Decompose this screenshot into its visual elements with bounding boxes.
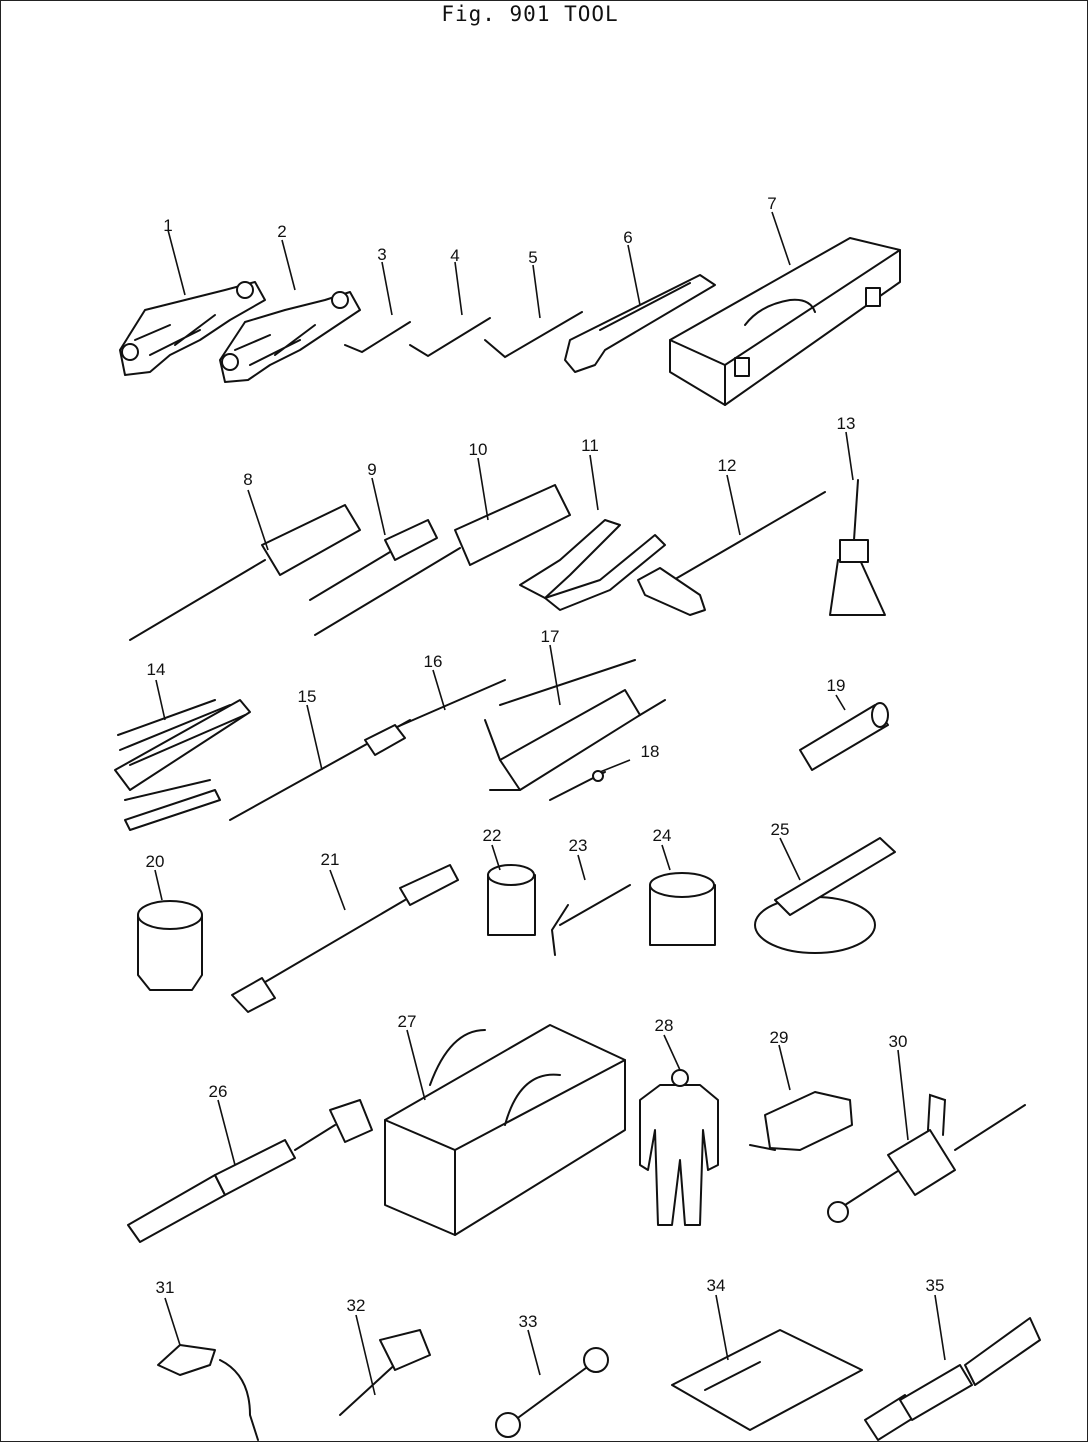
tool-grease-nozzle: [549, 770, 606, 801]
tool-spanner: [495, 1347, 609, 1438]
callout-number: 33: [518, 1312, 538, 1331]
tool-air-chuck: [127, 1099, 373, 1243]
tool-bag: [384, 1024, 626, 1236]
tool-puller: [827, 1093, 1026, 1223]
callout-number: 11: [581, 436, 599, 455]
callout-number: 23: [568, 836, 588, 855]
tool-socket-large: [137, 900, 203, 991]
tool-pliers: [519, 519, 666, 611]
tool-extension-assembly: [864, 1317, 1041, 1441]
tool-wrench-set-1: [119, 281, 266, 376]
callout-number: 19: [826, 676, 846, 695]
callout-number: 3: [377, 245, 387, 264]
tool-socket-small: [487, 864, 536, 936]
tool-screwdriver-large: [314, 484, 571, 636]
tool-hex-key-large: [484, 311, 583, 359]
tool-air-blow-gun: [157, 1344, 259, 1441]
callout-number: 34: [706, 1276, 726, 1295]
tool-adjustable-wrench: [564, 274, 716, 373]
tool-manual: [671, 1329, 863, 1431]
tool-l-wrench: [550, 884, 631, 956]
callout-number: 13: [836, 414, 856, 433]
tool-screwdriver-small: [309, 519, 438, 601]
callout-number: 7: [767, 194, 777, 213]
tool-socket-handle: [231, 864, 459, 1013]
callout-number: 15: [297, 687, 317, 706]
callout-number: 20: [145, 852, 165, 871]
callout-number: 6: [623, 228, 633, 247]
tool-extension-bar: [364, 679, 506, 756]
callout-number: 4: [450, 246, 460, 265]
callout-number: 22: [482, 826, 502, 845]
figure-title: Fig. 901 TOOL: [441, 2, 619, 26]
leader-lines: [154, 211, 946, 1396]
callout-number: 24: [652, 826, 672, 845]
callout-number: 18: [640, 742, 660, 761]
tool-filter-wrench: [754, 837, 896, 954]
tool-cap: [749, 1091, 853, 1151]
callout-number: 5: [528, 248, 538, 267]
tool-screwdriver-long: [129, 504, 361, 641]
callout-number: 31: [155, 1278, 175, 1297]
callout-number: 17: [540, 627, 560, 646]
callout-number: 21: [320, 850, 340, 869]
callout-number: 8: [243, 470, 253, 489]
callout-number: 1: [163, 216, 173, 235]
tool-grease-gun: [484, 659, 666, 791]
tool-pipe: [799, 702, 889, 771]
callout-number: 14: [146, 660, 166, 679]
callout-number: 27: [397, 1012, 417, 1031]
callout-number: 26: [208, 1082, 228, 1101]
callout-number: 25: [770, 820, 790, 839]
callout-number: 12: [717, 456, 737, 475]
callout-number: 28: [654, 1016, 674, 1035]
tool-hex-key-small: [344, 321, 411, 354]
callout-number: 30: [888, 1032, 908, 1051]
callout-number: 10: [468, 440, 488, 459]
tool-box: [669, 237, 901, 406]
callout-number: 32: [346, 1296, 366, 1315]
tool-oil-can: [829, 479, 886, 616]
callout-number: 9: [367, 460, 377, 479]
tool-t-wrench: [339, 1329, 431, 1416]
callout-number: 16: [423, 652, 443, 671]
callout-number: 29: [769, 1028, 789, 1047]
callout-number: 2: [277, 222, 287, 241]
tool-wrench-set-2: [219, 291, 361, 383]
tool-hammer: [637, 491, 826, 616]
tool-hex-key-medium: [409, 317, 491, 358]
callout-number: 35: [925, 1276, 945, 1295]
tool-coverall: [639, 1069, 719, 1226]
tool-feeler-gauge: [114, 699, 251, 831]
tool-socket-medium: [649, 872, 716, 946]
